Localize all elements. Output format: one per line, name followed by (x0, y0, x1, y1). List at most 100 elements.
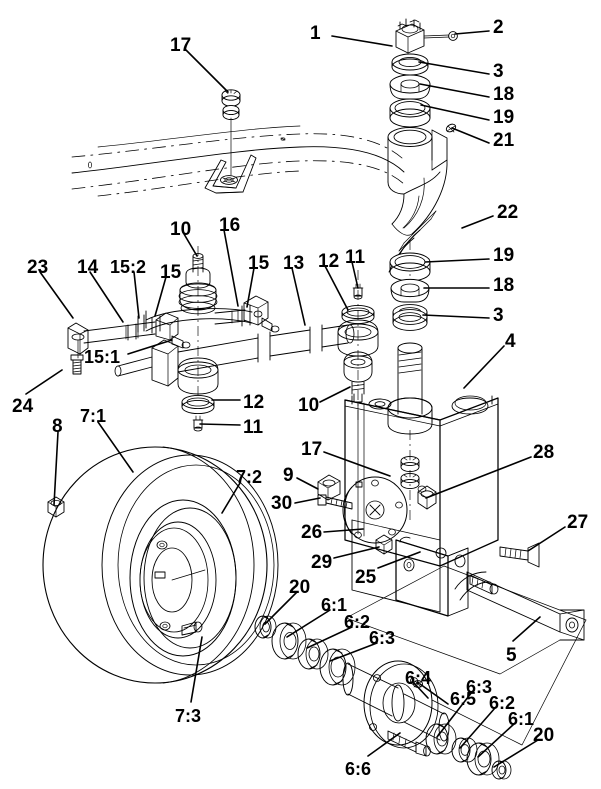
callout-15: 15 (248, 253, 270, 274)
part-5-support-arm (417, 485, 585, 641)
part-6-hub-assembly (254, 615, 512, 780)
part-22-axle-tube (387, 127, 448, 273)
bearings-right (425, 723, 512, 780)
part-7-3-valve-stem (181, 621, 203, 636)
callout-3: 3 (493, 61, 504, 82)
callout-18: 18 (493, 275, 515, 296)
callout-22: 22 (497, 202, 519, 223)
leader-24 (25, 369, 63, 395)
callout-20: 20 (289, 577, 311, 598)
part-15-2-elbow (137, 310, 147, 333)
leader-23 (39, 271, 74, 319)
bearings-left (254, 615, 356, 686)
part-17-upper-grease-fitting (204, 89, 257, 194)
part-3-upper-washer (391, 53, 429, 76)
leader-14 (89, 271, 124, 323)
callout-12: 12 (243, 392, 265, 413)
callout-19: 19 (493, 107, 515, 128)
leader-4 (463, 345, 505, 389)
callout-2: 2 (493, 17, 504, 38)
leader-11 (351, 261, 359, 289)
callout-7-2: 7:2 (236, 467, 263, 487)
leader-15 (246, 267, 255, 308)
part-15-hose-right-fitting (243, 295, 280, 333)
part-6-4-hub (342, 660, 450, 757)
part-7-wheel-assembly (42, 446, 279, 684)
part-9-nut (317, 474, 341, 501)
leader-2 (454, 30, 490, 35)
leader-6-1 (286, 609, 331, 638)
leader-19 (424, 258, 490, 263)
callout-15: 15 (160, 262, 182, 283)
part-17-lower-grease-fittings (400, 430, 420, 520)
leader-7-2 (221, 482, 241, 514)
leader-18 (419, 83, 490, 98)
leader-7-3 (190, 636, 203, 703)
callout-26: 26 (301, 522, 323, 543)
leader-20 (264, 591, 298, 625)
callout-6-1: 6:1 (321, 595, 348, 615)
leader-5 (512, 616, 541, 642)
part-16-tie-rod-link (214, 304, 263, 327)
callout-leader-lines (25, 30, 566, 768)
callout-6-4: 6:4 (405, 668, 432, 688)
part-15-1-fitting (155, 312, 191, 349)
part-14-drag-link (83, 321, 156, 344)
leader-3 (418, 61, 490, 75)
callout-12: 12 (318, 251, 340, 272)
leader-17 (185, 49, 229, 93)
bracket-assembly (317, 430, 587, 746)
leader-27 (527, 526, 566, 552)
callout-20: 20 (533, 725, 555, 746)
leader-11 (199, 423, 241, 426)
steering-linkage (67, 246, 379, 432)
callout-1: 1 (310, 23, 321, 44)
callout-8: 8 (52, 416, 63, 437)
leader-15 (154, 276, 167, 317)
callout-23: 23 (27, 257, 49, 278)
leader-25 (377, 551, 421, 569)
leader-6-4 (413, 682, 429, 699)
leader-6-3 (436, 691, 473, 738)
axle-beam (71, 125, 407, 197)
part-3-lower-washer (392, 304, 428, 331)
callout-17: 17 (170, 35, 192, 56)
part-30-carriage-bolt (317, 494, 353, 510)
callout-7-3: 7:3 (175, 706, 202, 726)
leader-3 (422, 314, 490, 319)
leader-16 (223, 229, 239, 307)
callout-21: 21 (493, 130, 515, 151)
callout-11: 11 (243, 417, 264, 438)
part-29-lock-nut (375, 534, 393, 555)
leader-10 (183, 233, 198, 257)
part-18-upper-bushing (389, 74, 431, 100)
callout-10: 10 (298, 395, 320, 416)
callout-17: 17 (301, 439, 323, 460)
callout-6-2: 6:2 (489, 693, 516, 713)
leader-1 (331, 35, 393, 47)
leader-6-2 (459, 707, 496, 749)
leader-6-2 (306, 626, 353, 649)
callout-7-1: 7:1 (80, 406, 107, 426)
callout-27: 27 (567, 512, 589, 533)
callout-25: 25 (355, 567, 377, 588)
leader-13 (291, 267, 306, 326)
callout-18: 18 (493, 84, 515, 105)
leader-12 (324, 265, 349, 311)
part-8-lug-nut (47, 496, 65, 518)
callout-6-3: 6:3 (369, 628, 396, 648)
leader-6-6 (367, 732, 401, 757)
leader-28 (425, 456, 532, 499)
callout-16: 16 (219, 215, 241, 236)
callout-9: 9 (283, 465, 294, 486)
part-1-castle-nut (395, 18, 425, 54)
part-25-mounting-plate (395, 536, 491, 617)
part-27-hex-bolt (499, 542, 540, 568)
leader-10 (319, 386, 351, 403)
leader-29 (333, 546, 380, 559)
part-10-upper-ball-joint (178, 246, 218, 400)
part-19-upper-retainer (389, 98, 431, 128)
leader-22 (461, 215, 494, 229)
callout-13: 13 (283, 253, 305, 274)
